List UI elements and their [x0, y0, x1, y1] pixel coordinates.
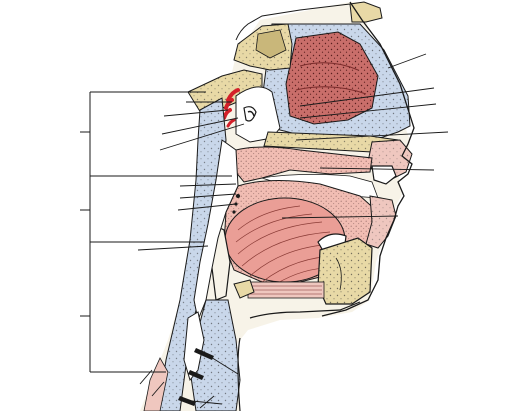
floor-of-mouth-muscle — [247, 281, 325, 299]
skull-outline — [235, 3, 351, 41]
nasopharynx-airway — [235, 86, 281, 143]
leader-line — [179, 193, 237, 199]
vocal-folds — [178, 348, 214, 406]
neck-skin-line — [249, 301, 361, 319]
leader-line — [281, 215, 399, 219]
leader-line — [199, 395, 215, 409]
bottom-leader-lines — [181, 353, 239, 409]
leader-line — [205, 353, 239, 375]
maxillary-sinus — [285, 31, 379, 125]
turbinate-fold-1 — [299, 62, 359, 71]
esophagus — [143, 357, 169, 412]
left-leader-lines — [137, 101, 245, 397]
turbinate-fold-2 — [295, 86, 367, 95]
laryngeal-inlet — [183, 311, 205, 382]
face-profile — [321, 1, 415, 317]
sphenoid-sinus — [255, 29, 287, 59]
mandible-canal — [335, 257, 342, 291]
leader-line — [177, 203, 237, 211]
leader-line — [299, 87, 435, 107]
leader-line — [161, 117, 239, 135]
hyoid-bone — [233, 279, 255, 299]
leader-line — [163, 109, 229, 117]
adenoid-tissue — [222, 88, 240, 128]
leader-line — [139, 369, 153, 385]
leader-line — [387, 53, 427, 69]
nasal-bone — [349, 1, 383, 23]
leader-line — [319, 167, 435, 171]
region-bracket — [80, 91, 232, 373]
eustachian-tube-opening — [243, 106, 257, 122]
leader-line — [151, 381, 165, 397]
upper-incisor — [371, 165, 397, 185]
leader-line — [181, 399, 223, 405]
leader-line — [179, 183, 237, 187]
leader-line — [159, 123, 245, 151]
right-leader-lines — [281, 53, 449, 219]
leader-line — [295, 131, 449, 141]
leader-line — [299, 103, 437, 119]
leader-line — [137, 245, 209, 251]
